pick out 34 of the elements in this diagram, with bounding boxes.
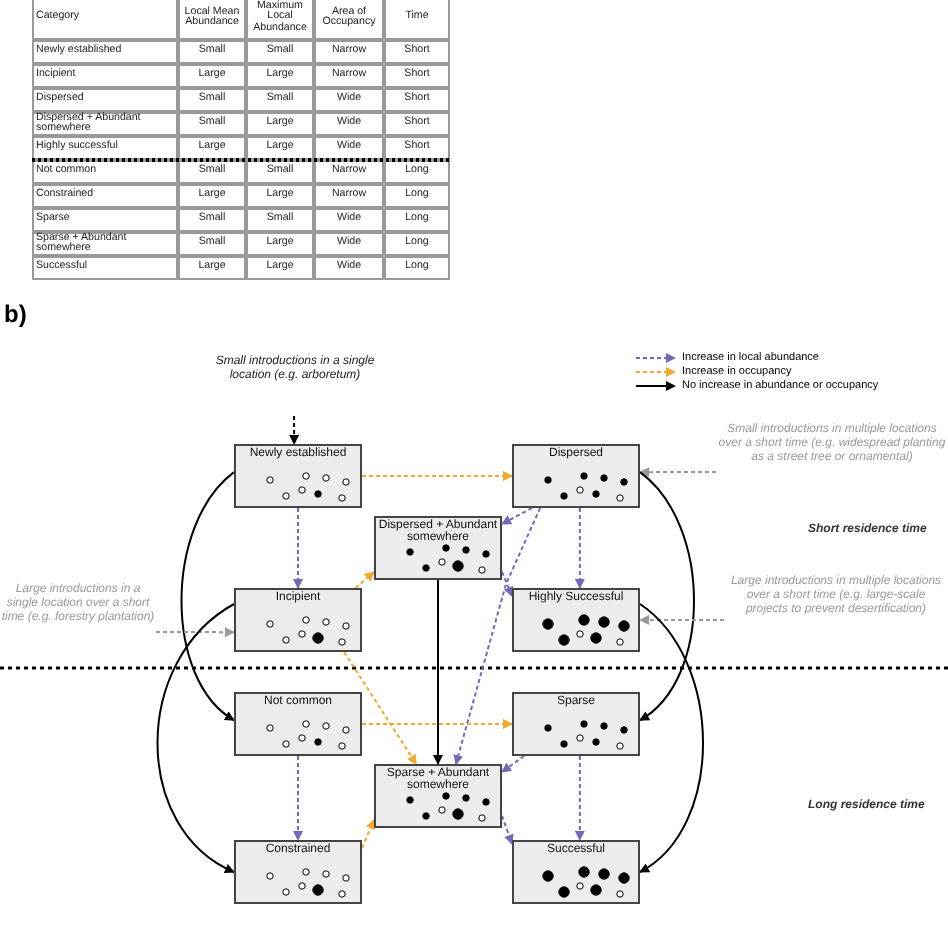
arrow (501, 571, 514, 597)
category-box (234, 840, 362, 904)
arrow (639, 603, 704, 873)
arrow (361, 719, 513, 729)
arrow (501, 507, 533, 525)
arrow (639, 471, 695, 722)
category-box (512, 588, 640, 652)
arrow (354, 571, 375, 589)
arrow (501, 814, 514, 845)
category-box (512, 692, 640, 756)
category-box (234, 444, 362, 508)
arrow (155, 627, 235, 638)
category-box (234, 588, 362, 652)
arrow (289, 415, 300, 445)
arrow (293, 755, 303, 841)
arrow (639, 467, 717, 478)
arrow (293, 507, 303, 589)
arrow (361, 819, 376, 849)
arrow (574, 755, 585, 841)
category-box (374, 516, 502, 580)
arrow (574, 507, 585, 589)
arrow (639, 615, 725, 625)
arrow (433, 579, 443, 765)
arrow (501, 755, 526, 773)
arrow (361, 471, 513, 481)
arrow (453, 507, 542, 765)
category-box (512, 444, 640, 508)
panel-label: b) (4, 300, 27, 328)
arrow (343, 651, 418, 765)
arrow (156, 603, 235, 873)
category-box (512, 840, 640, 904)
category-box (234, 692, 362, 756)
category-box (374, 764, 502, 828)
arrow (180, 471, 235, 722)
